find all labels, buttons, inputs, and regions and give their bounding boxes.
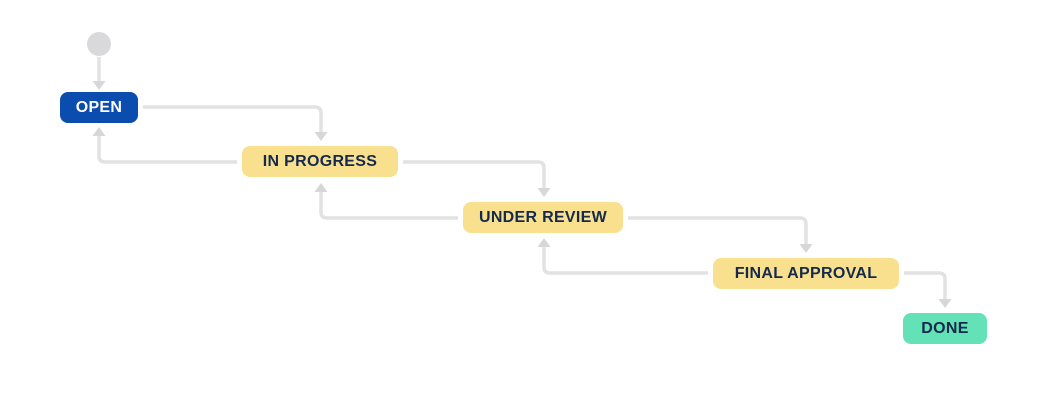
transition-under-review-to-in-progress xyxy=(319,191,458,220)
arrowhead-icon xyxy=(938,299,952,308)
arrowhead-icon xyxy=(314,132,328,141)
arrowhead-icon xyxy=(314,183,328,192)
status-open[interactable]: OPEN xyxy=(60,92,138,123)
status-in-progress[interactable]: IN PROGRESS xyxy=(242,146,398,177)
arrowhead-icon xyxy=(92,81,106,90)
arrowhead-icon xyxy=(537,188,551,197)
status-done[interactable]: DONE xyxy=(903,313,987,344)
start-node-icon xyxy=(87,32,111,56)
status-final-approval[interactable]: FINAL APPROVAL xyxy=(713,258,899,289)
transition-in-progress-to-open xyxy=(97,135,237,164)
transition-in-progress-to-under-review xyxy=(403,160,546,189)
transition-open-to-in-progress xyxy=(143,105,323,133)
arrowhead-icon xyxy=(92,127,106,136)
arrowhead-icon xyxy=(799,244,813,253)
status-under-review[interactable]: UNDER REVIEW xyxy=(463,202,623,233)
arrowhead-icon xyxy=(537,238,551,247)
transition-final-approval-to-under-review xyxy=(542,246,708,275)
transition-under-review-to-final-approval xyxy=(628,216,808,245)
transition-final-approval-to-done xyxy=(904,271,947,300)
